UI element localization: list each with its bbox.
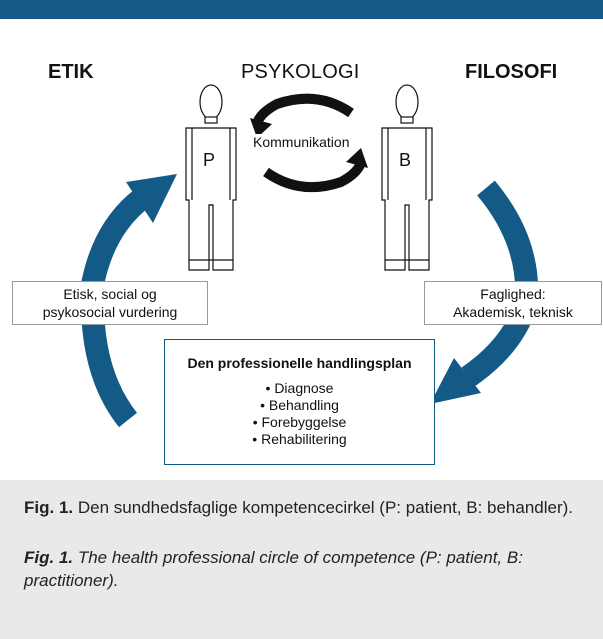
top-color-bar: [0, 0, 603, 19]
plan-item-behandling: Behandling: [165, 397, 434, 414]
plan-item-forebyggelse: Forebyggelse: [165, 414, 434, 431]
ethics-line-2: psykosocial vurdering: [42, 304, 178, 320]
plan-item-diagnose: Diagnose: [165, 380, 434, 397]
caption-da-text: Den sundhedsfaglige kompetencecirkel (P:…: [73, 498, 574, 517]
caption-da-label: Fig. 1.: [24, 498, 74, 517]
communication-label: Kommunikation: [251, 134, 352, 150]
caption-english: Fig. 1. The health professional circle o…: [24, 546, 584, 592]
behandler-figure: [381, 84, 433, 271]
action-plan-list: Diagnose Behandling Forebyggelse Rehabil…: [165, 380, 434, 448]
label-filosofi: FILOSOFI: [465, 61, 558, 83]
patient-letter: P: [203, 150, 216, 170]
patient-figure: [185, 84, 237, 271]
professionalism-box: Faglighed: Akademisk, teknisk: [424, 281, 602, 325]
caption-danish: Fig. 1. Den sundhedsfaglige kompetenceci…: [24, 496, 584, 519]
behandler-letter: B: [399, 150, 412, 170]
caption-en-text: The health professional circle of compet…: [24, 548, 523, 590]
ethics-assessment-box: Etisk, social og psykosocial vurdering: [12, 281, 208, 325]
label-etik: ETIK: [48, 61, 94, 83]
action-plan-title: Den professionelle handlingsplan: [187, 355, 412, 371]
figure-caption: Fig. 1. Den sundhedsfaglige kompetenceci…: [24, 496, 584, 619]
ethics-line-1: Etisk, social og: [63, 286, 157, 302]
caption-en-label: Fig. 1.: [24, 548, 74, 567]
action-plan-box: Den professionelle handlingsplan Diagnos…: [164, 339, 435, 465]
communication-arrows: [250, 93, 368, 193]
professionalism-line-2: Akademisk, teknisk: [453, 304, 573, 320]
professionalism-line-1: Faglighed:: [480, 286, 546, 302]
label-psykologi: PSYKOLOGI: [241, 61, 360, 83]
plan-item-rehabilitering: Rehabilitering: [165, 431, 434, 448]
